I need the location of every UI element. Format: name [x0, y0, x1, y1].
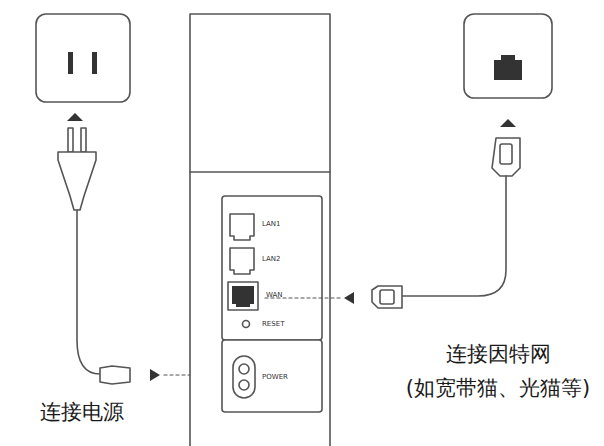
- right-arrow: [150, 369, 160, 381]
- network-socket: [464, 14, 552, 98]
- up-arrow: [500, 119, 516, 127]
- outlet-slot: [92, 52, 97, 74]
- lan-port: [230, 214, 254, 240]
- power-plug: [58, 128, 130, 384]
- up-arrow: [67, 113, 83, 121]
- wan-port: [232, 286, 254, 307]
- port-label: POWER: [262, 373, 288, 381]
- port-label: LAN1: [262, 220, 281, 228]
- router-body: [190, 14, 330, 446]
- network-cable: [372, 138, 520, 308]
- instruction-label: 连接因特网 (如宽带猫、光猫等): [396, 338, 600, 405]
- rj45-jack: [494, 55, 522, 80]
- outlet-slot: [68, 52, 73, 74]
- lan-port: [230, 248, 254, 274]
- power-outlet: [36, 14, 130, 102]
- button-label: RESET: [262, 320, 284, 328]
- wan-frame: [228, 282, 258, 310]
- instruction-label: 连接电源: [40, 400, 124, 425]
- port-label: WAN: [266, 291, 283, 299]
- power-socket: [233, 356, 255, 398]
- reset-hole: [243, 321, 250, 328]
- left-arrow: [344, 292, 354, 304]
- port-label: LAN2: [262, 255, 281, 263]
